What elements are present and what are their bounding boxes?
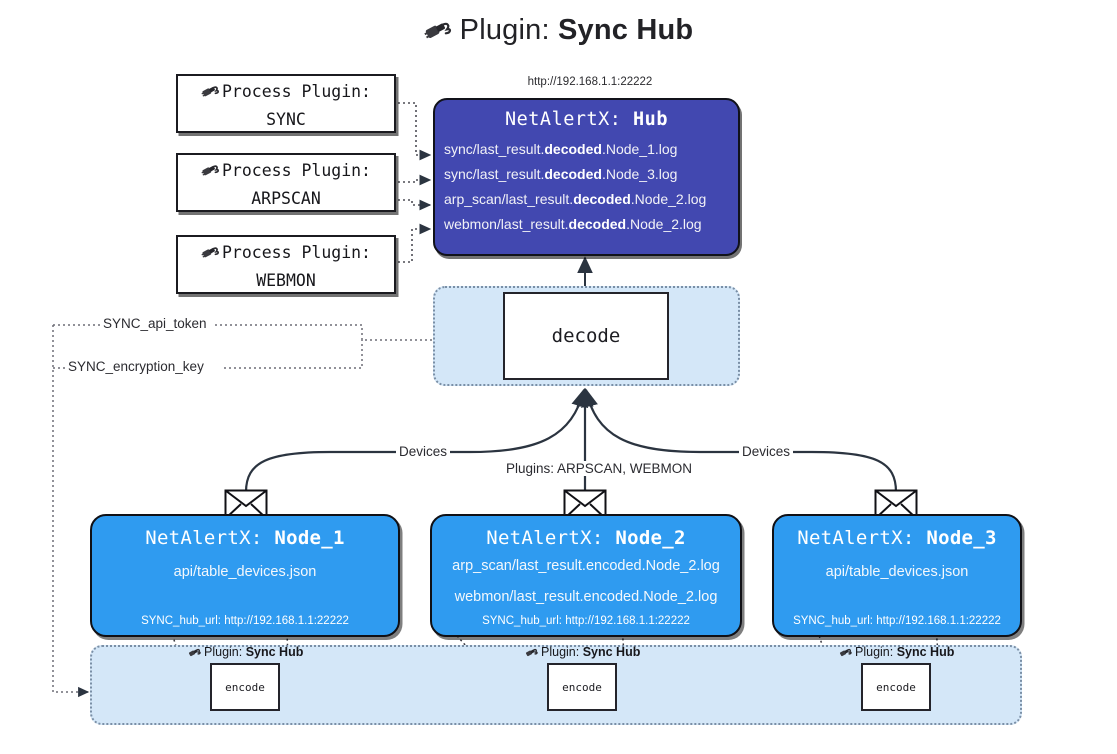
encode-box-1[interactable]: encode [210,663,280,711]
encode-caption-2: Plugin: Sync Hub [525,645,640,661]
process-plugin-webmon[interactable]: Process Plugin: WEBMON [176,235,396,294]
hub-url-caption: http://192.168.1.1:22222 [527,76,653,88]
page-title-name: Sync Hub [557,14,694,46]
edge-arpscan-to-hub-a [398,174,432,186]
log-strong: decoded [544,166,602,182]
log-post: .Node_2.log [626,216,702,232]
process-plugin-header: Process Plugin: [178,240,394,268]
hub-log-line: sync/last_result.decoded.Node_1.log [435,137,738,162]
process-plugin-name: SYNC [266,110,306,129]
plug-icon [201,81,221,107]
hub-title-prefix: NetAlertX: [505,109,634,130]
label-plugins-middle: Plugins: ARPSCAN, WEBMON [503,461,696,476]
log-post: .Node_2.log [630,191,707,207]
log-post: .Node_1.log [601,141,678,157]
encode-caption-prefix: Plugin: [204,645,246,659]
node-footer-hub-url: SYNC_hub_url: http://192.168.1.1:22222 [482,615,690,627]
hub-node[interactable]: NetAlertX: Hub sync/last_result.decoded.… [433,98,740,256]
encode-caption-1: Plugin: Sync Hub [188,645,303,661]
process-plugin-name: ARPSCAN [251,189,321,208]
process-plugin-label: Process Plugin: [221,161,371,180]
node-log-line: api/table_devices.json [173,564,317,580]
edge-encryption-key-down [52,345,90,698]
node-footer-hub-url: SYNC_hub_url: http://192.168.1.1:22222 [141,615,349,627]
encode-caption-3: Plugin: Sync Hub [839,645,954,661]
node-title-prefix: NetAlertX: [145,527,275,549]
label-sync-api-token: SYNC_api_token [100,316,210,331]
page-title: Plugin: Sync Hub [0,14,1117,50]
log-strong: decoded [568,216,627,232]
edge-arpscan-to-hub-b [398,199,432,211]
log-pre: sync/last_result. [444,166,545,182]
node-log-line: webmon/last_result.encoded.Node_2.log [454,589,718,605]
process-plugin-arpscan[interactable]: Process Plugin: ARPSCAN [176,153,396,212]
log-post: .Node_3.log [601,166,678,182]
hub-log-line: arp_scan/last_result.decoded.Node_2.log [435,187,738,212]
node-log-line: arp_scan/last_result.encoded.Node_2.log [452,558,720,574]
envelope-icon [874,489,918,525]
process-plugin-sync[interactable]: Process Plugin: SYNC [176,74,396,133]
plug-icon [839,646,853,661]
plug-icon [201,242,221,268]
node-footer-hub-url: SYNC_hub_url: http://192.168.1.1:22222 [793,615,1001,627]
node-title-name: Node_3 [926,527,997,549]
node-box-node-1[interactable]: NetAlertX: Node_1 api/table_devices.json… [90,514,400,637]
encode-caption-name: Sync Hub [245,645,304,659]
node-box-node-3[interactable]: NetAlertX: Node_3 api/table_devices.json… [772,514,1022,637]
log-pre: arp_scan/last_result. [444,191,574,207]
encode-box-3[interactable]: encode [861,663,931,711]
process-plugin-header: Process Plugin: [178,79,394,107]
hub-title-name: Hub [633,109,668,130]
edge-webmon-to-hub [398,223,432,263]
encode-caption-name: Sync Hub [582,645,641,659]
encode-caption-prefix: Plugin: [541,645,583,659]
hub-title: NetAlertX: Hub [435,109,738,130]
node-log-line: api/table_devices.json [825,564,969,580]
process-plugin-header: Process Plugin: [178,158,394,186]
node-title: NetAlertX: Node_2 [432,527,740,549]
hub-log-line: sync/last_result.decoded.Node_3.log [435,162,738,187]
edge-sync-to-hub [398,102,432,161]
encode-caption-prefix: Plugin: [855,645,897,659]
log-pre: sync/last_result. [444,141,545,157]
plug-icon [424,16,454,50]
encode-box-2[interactable]: encode [547,663,617,711]
node-title-prefix: NetAlertX: [797,527,927,549]
page-title-prefix: Plugin: [459,14,558,46]
hub-log-line: webmon/last_result.decoded.Node_2.log [435,212,738,237]
plug-icon [525,646,539,661]
label-devices-right: Devices [739,444,794,459]
plug-icon [201,160,221,186]
decode-box[interactable]: decode [503,292,669,380]
process-plugin-label: Process Plugin: [221,82,371,101]
log-pre: webmon/last_result. [444,216,569,232]
label-sync-encryption-key: SYNC_encryption_key [65,359,207,374]
label-devices-left: Devices [396,444,451,459]
log-strong: decoded [573,191,631,207]
edge-node1-to-decode [244,388,589,493]
process-plugin-name: WEBMON [256,271,316,290]
node-title-prefix: NetAlertX: [486,527,616,549]
node-title-name: Node_1 [274,527,345,549]
process-plugin-label: Process Plugin: [221,243,371,262]
log-strong: decoded [544,141,602,157]
plug-icon [188,646,202,661]
encode-caption-name: Sync Hub [896,645,955,659]
edge-node3-to-decode [581,388,898,493]
node-title: NetAlertX: Node_3 [774,527,1020,549]
node-title-name: Node_2 [615,527,686,549]
node-box-node-2[interactable]: NetAlertX: Node_2 arp_scan/last_result.e… [430,514,742,637]
node-title: NetAlertX: Node_1 [92,527,398,549]
